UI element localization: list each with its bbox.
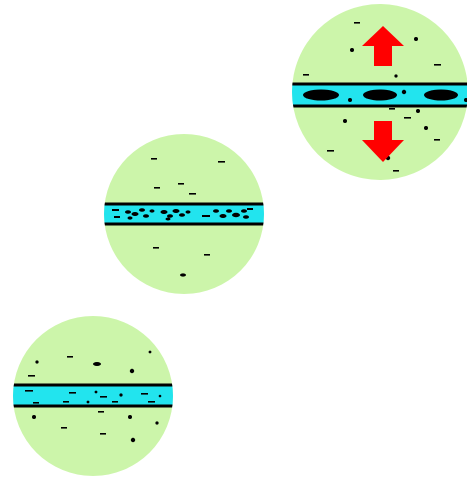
stage-3-circle: [292, 4, 467, 180]
stage-2-particles: [112, 158, 253, 277]
arrow-up-icon: [362, 26, 404, 66]
stage-1-particles: [25, 350, 162, 443]
arrow-down-icon: [362, 121, 404, 162]
stage-2-circle: [104, 134, 264, 294]
stage-2-band: [104, 202, 264, 226]
stage-1-band: [13, 383, 173, 408]
stage-1-circle: [13, 316, 173, 476]
stage-3-particles: [303, 22, 467, 172]
